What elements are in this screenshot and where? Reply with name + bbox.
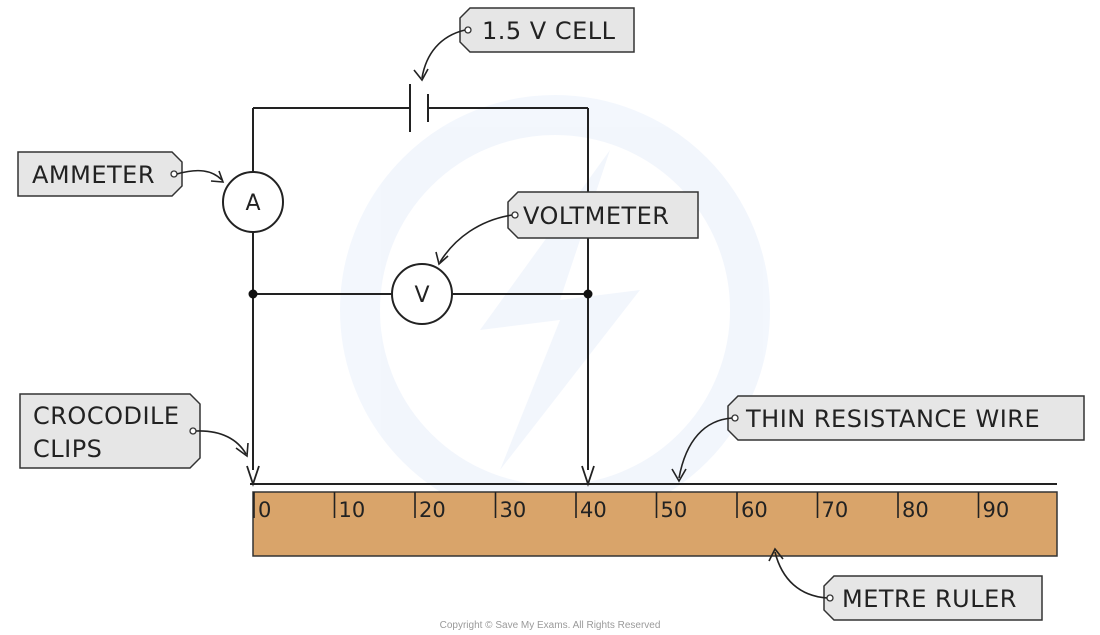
arrowhead-icon <box>413 68 429 82</box>
ruler-tick-label: 0 <box>258 498 271 522</box>
voltmeter-letter: V <box>414 283 429 308</box>
junction-dot <box>248 289 258 299</box>
voltmeter-pointer-arrow <box>439 214 513 263</box>
arrowhead-icon <box>671 468 687 483</box>
ammeter-letter: A <box>245 191 260 216</box>
cell-symbol <box>409 84 429 132</box>
ruler-body <box>252 491 1058 557</box>
wire-label: THIN RESISTANCE WIRE <box>745 405 1040 433</box>
cell-label-tag: 1.5 V CELL <box>459 7 635 53</box>
arrowhead-icon <box>435 251 449 266</box>
ruler-tick-label: 40 <box>580 498 607 522</box>
wire-pointer-arrow <box>678 417 733 479</box>
ruler-tick-label: 90 <box>983 498 1010 522</box>
ruler-ticks: 0 10 20 30 40 50 60 70 80 90 <box>253 492 1010 522</box>
crocodile-label-line1: CROCODILE <box>33 402 180 430</box>
ruler-label: METRE RULER <box>842 585 1017 613</box>
arrowhead-icon <box>235 442 249 458</box>
metre-ruler: 0 10 20 30 40 50 60 70 80 90 <box>252 491 1058 557</box>
wire-label-tag: THIN RESISTANCE WIRE <box>727 395 1085 441</box>
arrowhead-icon <box>768 547 784 562</box>
copyright-text: Copyright © Save My Exams. All Rights Re… <box>440 620 661 631</box>
circuit-wires <box>252 107 589 470</box>
ruler-tick-label: 50 <box>661 498 688 522</box>
crocodile-label-line2: CLIPS <box>33 435 102 463</box>
ruler-tick-label: 60 <box>741 498 768 522</box>
ruler-tick-label: 20 <box>419 498 446 522</box>
voltmeter-label: VOLTMETER <box>523 202 669 230</box>
crocodile-label-tag: CROCODILE CLIPS <box>19 393 201 469</box>
ruler-tick-label: 10 <box>339 498 366 522</box>
voltmeter-label-tag: VOLTMETER <box>507 191 699 239</box>
arrowhead-icon <box>210 170 225 183</box>
cell-pointer-arrow <box>421 29 466 79</box>
ammeter-pointer-arrow <box>176 169 223 181</box>
ammeter-label: AMMETER <box>32 161 155 189</box>
ruler-tick-label: 70 <box>822 498 849 522</box>
ammeter-symbol: A <box>222 171 284 233</box>
voltmeter-symbol: V <box>391 263 453 325</box>
ruler-pointer-arrow <box>774 551 828 599</box>
crocodile-pointer-arrow <box>195 430 247 455</box>
ruler-tick-label: 30 <box>500 498 527 522</box>
junction-dot <box>583 289 593 299</box>
ammeter-label-tag: AMMETER <box>17 151 183 197</box>
cell-label: 1.5 V CELL <box>482 17 616 45</box>
ruler-label-tag: METRE RULER <box>823 575 1043 621</box>
ruler-tick-label: 80 <box>902 498 929 522</box>
